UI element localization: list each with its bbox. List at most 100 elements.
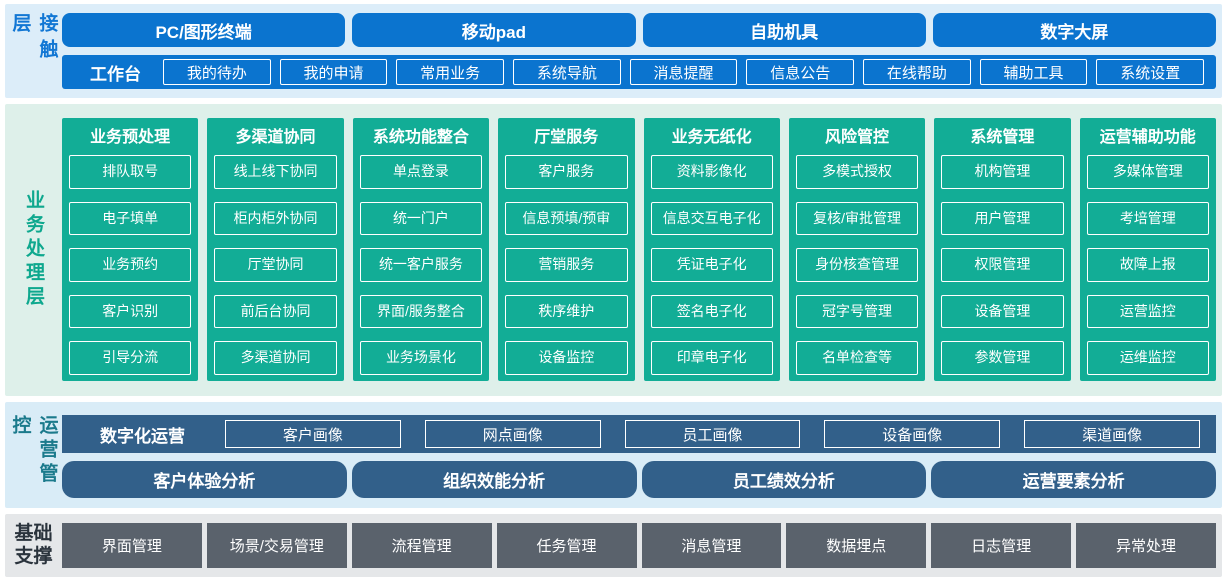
foundation-layer-label-col: 基础支撑 (5, 523, 62, 568)
profile-block: 渠道画像 (1024, 420, 1200, 448)
business-item: 故障上报 (1086, 248, 1209, 282)
business-item: 业务预约 (69, 248, 192, 282)
business-item: 印章电子化 (650, 341, 773, 375)
foundation-block: 场景/交易管理 (206, 523, 347, 568)
workbench-item: 系统设置 (1096, 59, 1205, 85)
business-column-title: 多渠道协同 (235, 129, 316, 146)
workbench-item: 我的待办 (163, 59, 271, 85)
workbench-label: 工作台 (90, 64, 141, 84)
business-item: 多媒体管理 (1086, 155, 1209, 189)
analysis-block: 组织效能分析 (351, 461, 637, 498)
profile-block: 客户画像 (225, 420, 401, 448)
foundation-block: 异常处理 (1076, 523, 1216, 568)
analysis-block: 客户体验分析 (62, 461, 347, 498)
operation-layer-label-col: 运营管控 (5, 415, 62, 498)
business-item: 权限管理 (941, 248, 1064, 282)
business-column: 多渠道协同线上线下协同柜内柜外协同厅堂协同前后台协同多渠道协同 (207, 118, 344, 381)
business-item: 多模式授权 (795, 155, 919, 189)
foundation-block: 任务管理 (496, 523, 637, 568)
terminal-block: 移动pad (352, 13, 636, 47)
business-column-title: 业务无纸化 (671, 129, 752, 146)
business-item: 设备管理 (941, 294, 1064, 329)
business-item: 设备监控 (505, 341, 628, 375)
profile-block: 网点画像 (424, 420, 601, 448)
business-column-title: 系统功能整合 (372, 129, 469, 146)
foundation-block: 流程管理 (351, 523, 492, 568)
foundation-block: 日志管理 (931, 523, 1072, 568)
workbench-items: 我的待办我的申请常用业务系统导航消息提醒信息公告在线帮助辅助工具系统设置 (163, 59, 1205, 85)
business-item: 用户管理 (941, 201, 1064, 236)
workbench-item: 我的申请 (279, 59, 388, 85)
business-item: 信息预填/预审 (505, 201, 628, 236)
business-columns: 业务预处理排队取号电子填单业务预约客户识别引导分流多渠道协同线上线下协同柜内柜外… (62, 118, 1216, 381)
contact-layer-label: 接触层 (9, 13, 58, 65)
digital-operation-bar: 数字化运营 客户画像网点画像员工画像设备画像渠道画像 (62, 415, 1216, 453)
business-column: 业务无纸化资料影像化信息交互电子化凭证电子化签名电子化印章电子化 (643, 118, 780, 381)
analysis-block: 运营要素分析 (931, 461, 1216, 498)
business-item: 多渠道协同 (214, 341, 337, 375)
business-item: 统一客户服务 (359, 248, 483, 282)
business-item: 资料影像化 (650, 155, 773, 189)
business-column: 运营辅助功能多媒体管理考培管理故障上报运营监控运维监控 (1079, 118, 1216, 381)
operation-layer-band: 运营管控 数字化运营 客户画像网点画像员工画像设备画像渠道画像 客户体验分析组织… (5, 402, 1222, 508)
foundation-layer-band: 基础支撑 界面管理场景/交易管理流程管理任务管理消息管理数据埋点日志管理异常处理 (5, 514, 1222, 577)
business-item: 排队取号 (69, 155, 192, 189)
foundation-block: 数据埋点 (786, 523, 927, 568)
workbench-item: 消息提醒 (629, 59, 738, 85)
business-column-title: 厅堂服务 (534, 129, 599, 146)
workbench-item: 辅助工具 (979, 59, 1088, 85)
workbench-item: 系统导航 (513, 59, 621, 85)
analysis-row: 客户体验分析组织效能分析员工绩效分析运营要素分析 (62, 461, 1216, 498)
business-item: 凭证电子化 (650, 248, 773, 282)
business-layer-label-col: 业务处理层 (5, 118, 62, 381)
business-item: 线上线下协同 (214, 155, 337, 189)
business-item: 电子填单 (69, 201, 192, 236)
business-item: 厅堂协同 (214, 248, 337, 282)
business-item: 营销服务 (505, 248, 628, 282)
foundation-row: 界面管理场景/交易管理流程管理任务管理消息管理数据埋点日志管理异常处理 (62, 523, 1216, 568)
business-column-title: 业务预处理 (90, 129, 171, 146)
terminal-block: 数字大屏 (932, 13, 1216, 47)
business-item: 客户识别 (69, 294, 192, 329)
foundation-block: 消息管理 (641, 523, 782, 568)
digital-operation-label: 数字化运营 (100, 426, 185, 446)
business-item: 签名电子化 (650, 294, 773, 329)
business-column: 系统功能整合单点登录统一门户统一客户服务界面/服务整合业务场景化 (352, 118, 490, 381)
business-item: 复核/审批管理 (795, 201, 919, 236)
business-item: 单点登录 (359, 155, 483, 189)
contact-layer-label-col: 接触层 (5, 13, 62, 89)
business-column: 风险管控多模式授权复核/审批管理身份核查管理冠字号管理名单检查等 (788, 118, 926, 381)
business-item: 参数管理 (941, 341, 1064, 375)
business-column-title: 风险管控 (825, 129, 890, 146)
business-item: 统一门户 (359, 201, 483, 236)
business-item: 运营监控 (1086, 294, 1209, 329)
workbench-item: 常用业务 (396, 59, 505, 85)
business-item: 机构管理 (941, 155, 1064, 189)
business-item: 名单检查等 (795, 341, 919, 375)
business-item: 柜内柜外协同 (214, 201, 337, 236)
business-item: 界面/服务整合 (359, 294, 483, 329)
workbench-item: 在线帮助 (863, 59, 971, 85)
business-item: 前后台协同 (214, 294, 337, 329)
business-layer-label: 业务处理层 (23, 189, 44, 310)
business-item: 冠字号管理 (795, 294, 919, 329)
foundation-block: 界面管理 (62, 523, 202, 568)
business-column-title: 运营辅助功能 (1099, 129, 1196, 146)
workbench-bar: 工作台 我的待办我的申请常用业务系统导航消息提醒信息公告在线帮助辅助工具系统设置 (62, 55, 1216, 89)
business-item: 运维监控 (1086, 341, 1209, 375)
business-layer-band: 业务处理层 业务预处理排队取号电子填单业务预约客户识别引导分流多渠道协同线上线下… (5, 104, 1222, 396)
profile-block: 员工画像 (624, 420, 801, 448)
business-item: 引导分流 (69, 341, 192, 375)
terminal-block: 自助机具 (642, 13, 926, 47)
business-column: 业务预处理排队取号电子填单业务预约客户识别引导分流 (62, 118, 199, 381)
business-item: 业务场景化 (359, 341, 483, 375)
business-column: 系统管理机构管理用户管理权限管理设备管理参数管理 (934, 118, 1071, 381)
business-item: 客户服务 (505, 155, 628, 189)
business-item: 考培管理 (1086, 201, 1209, 236)
workbench-item: 信息公告 (746, 59, 855, 85)
digital-operation-items: 客户画像网点画像员工画像设备画像渠道画像 (225, 420, 1200, 448)
